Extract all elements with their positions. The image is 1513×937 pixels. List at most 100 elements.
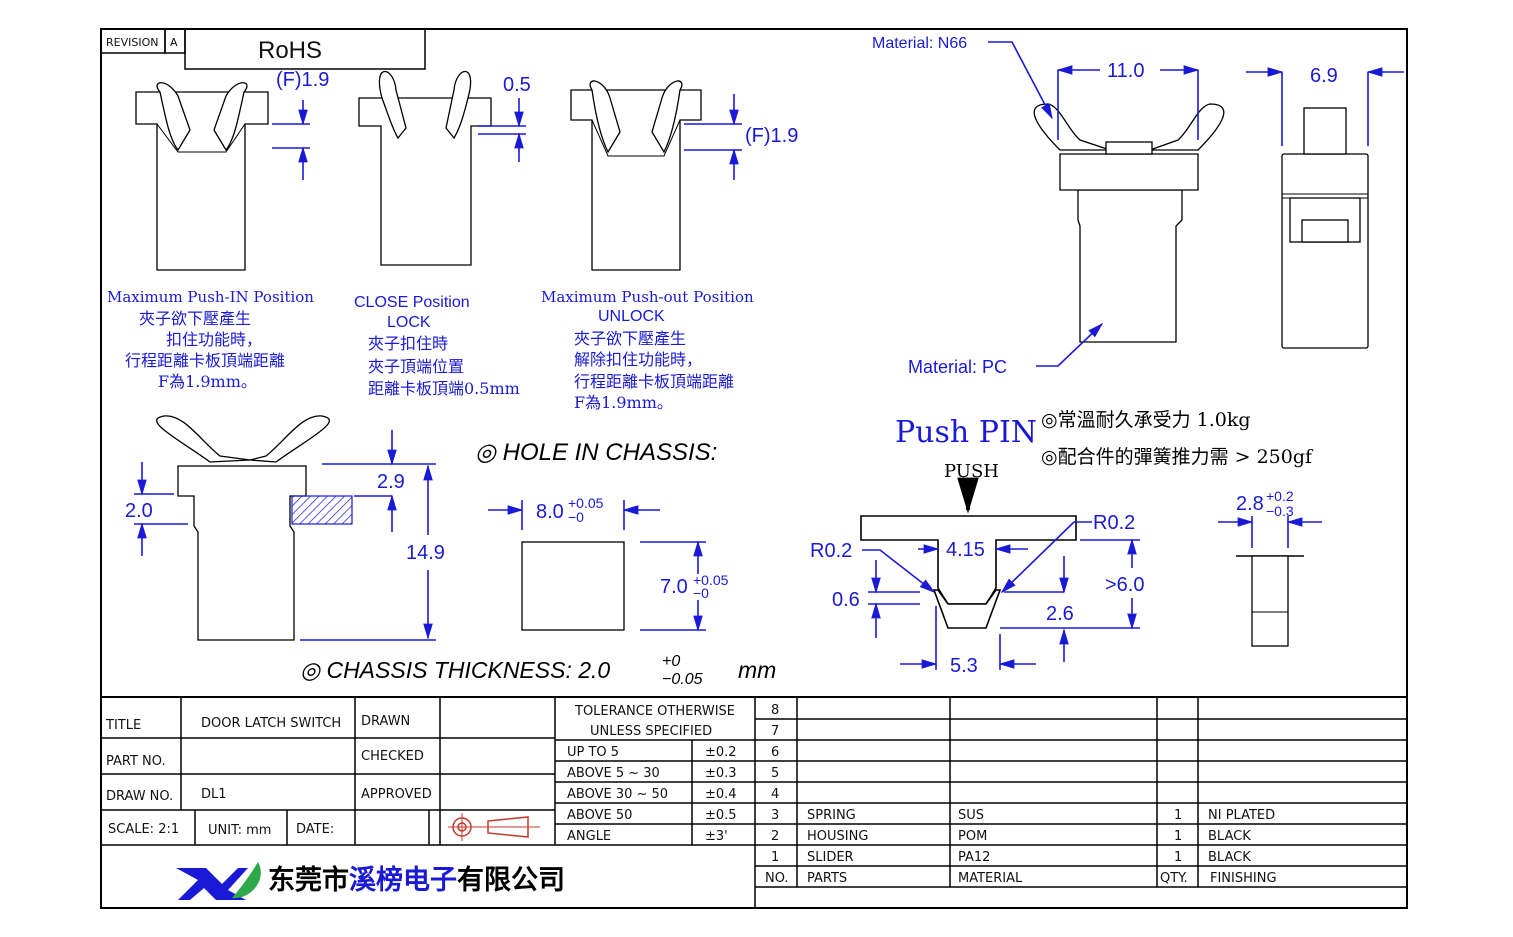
bom-qty: 1 bbox=[1174, 829, 1182, 844]
section-dim-2-0: 2.0 bbox=[125, 500, 153, 522]
bom-no: 7 bbox=[771, 724, 779, 739]
push-in-line-1: 夾子欲下壓產生 bbox=[139, 309, 251, 328]
tolerance-range: UP TO 5 bbox=[567, 745, 619, 760]
push-out-sub: UNLOCK bbox=[598, 308, 665, 325]
chassis-thickness: ◎ CHASSIS THICKNESS: 2.0 +0 −0.05 mm bbox=[300, 653, 776, 688]
scale-label: SCALE: 2:1 bbox=[108, 822, 179, 837]
view-push-in: (F)1.9 Maximum Push-IN Position 夾子欲下壓產生 … bbox=[107, 69, 329, 391]
close-sub: LOCK bbox=[387, 314, 431, 331]
main-front-view: 11.0 Material: N66 Material: PC bbox=[872, 35, 1225, 377]
pin-inner-width: 4.15 bbox=[946, 539, 985, 561]
bom-no: 3 bbox=[771, 808, 779, 823]
push-in-dim: (F)1.9 bbox=[276, 69, 329, 91]
push-pin-note-2: ◎配合件的彈簧推力需 > 250gf bbox=[1041, 446, 1314, 468]
pin-small-tol-minus: −0.3 bbox=[1266, 503, 1294, 519]
push-out-dim: (F)1.9 bbox=[745, 125, 798, 147]
close-dim: 0.5 bbox=[503, 74, 531, 96]
tolerance-range: ABOVE 5 ~ 30 bbox=[567, 766, 660, 781]
company-name-part-1: 东莞市 bbox=[268, 864, 349, 896]
chassis-tol-minus: −0.05 bbox=[662, 671, 703, 688]
section-dim-2-9: 2.9 bbox=[377, 471, 405, 493]
side-depth-dim: 6.9 bbox=[1310, 65, 1338, 87]
company-logo-icon bbox=[176, 862, 261, 900]
bom-part: SLIDER bbox=[807, 850, 854, 865]
bom-no: 8 bbox=[771, 703, 779, 718]
tolerance-range: ABOVE 50 bbox=[567, 808, 632, 823]
bom-header-qty: QTY. bbox=[1160, 871, 1188, 886]
bom-header-material: MATERIAL bbox=[958, 871, 1023, 886]
tolerance-header-2: UNLESS SPECIFIED bbox=[590, 724, 712, 739]
bom-no: 5 bbox=[771, 766, 779, 781]
tolerance-value: ±0.2 bbox=[705, 745, 737, 760]
hole-height-tol-minus: −0 bbox=[693, 585, 709, 601]
pin-r-right: R0.2 bbox=[1093, 512, 1135, 534]
pin-dim-5-3: 5.3 bbox=[950, 655, 978, 677]
close-line-3: 距離卡板頂端0.5mm bbox=[368, 379, 520, 398]
date-label: DATE: bbox=[296, 822, 334, 837]
bom-material: POM bbox=[958, 829, 987, 844]
tolerance-value: ±3' bbox=[705, 829, 728, 844]
view-push-out: (F)1.9 Maximum Push-out Position UNLOCK … bbox=[541, 80, 798, 412]
bom-material: SUS bbox=[958, 808, 984, 823]
tolerance-value: ±0.4 bbox=[705, 787, 737, 802]
projection-symbol-icon bbox=[448, 813, 540, 841]
push-in-title: Maximum Push-IN Position bbox=[107, 288, 314, 306]
main-width-dim: 11.0 bbox=[1107, 60, 1144, 82]
title-value: DOOR LATCH SWITCH bbox=[201, 716, 341, 731]
hole-width-tol-plus: +0.05 bbox=[568, 495, 604, 511]
tolerance-range: ABOVE 30 ~ 50 bbox=[567, 787, 668, 802]
push-pin-note-1: ◎常溫耐久承受力 1.0kg bbox=[1041, 409, 1251, 431]
bom-finishing: BLACK bbox=[1208, 850, 1251, 865]
company-name-part-2: 溪榜电子 bbox=[349, 864, 457, 896]
section-view: 2.0 2.9 14.9 bbox=[125, 415, 445, 641]
tolerance-value: ±0.5 bbox=[705, 808, 737, 823]
push-label: PUSH bbox=[944, 461, 999, 482]
pin-dim-0-6: 0.6 bbox=[832, 589, 860, 611]
bom-no: 1 bbox=[771, 850, 779, 865]
tolerance-range: ANGLE bbox=[567, 829, 611, 844]
hole-width: 8.0 bbox=[536, 501, 564, 523]
drawn-label: DRAWN bbox=[361, 714, 410, 729]
chassis-tol-plus: +0 bbox=[662, 653, 680, 670]
bom-finishing: NI PLATED bbox=[1208, 808, 1275, 823]
push-out-line-2: 解除扣住功能時， bbox=[574, 350, 702, 369]
company-name-part-3: 有限公司 bbox=[457, 865, 565, 896]
bom-material: PA12 bbox=[958, 850, 990, 865]
pin-small-width: 2.8 bbox=[1236, 493, 1264, 515]
push-pin: Push PIN ◎常溫耐久承受力 1.0kg ◎配合件的彈簧推力需 > 250… bbox=[810, 409, 1322, 677]
part-no-label: PART NO. bbox=[106, 754, 166, 769]
hole-title: ◎ HOLE IN CHASSIS: bbox=[475, 439, 717, 466]
pin-r-left: R0.2 bbox=[810, 540, 852, 562]
pin-small-tol-plus: +0.2 bbox=[1266, 488, 1294, 504]
draw-no-value: DL1 bbox=[201, 787, 227, 802]
push-out-title: Maximum Push-out Position bbox=[541, 288, 754, 306]
title-label: TITLE bbox=[105, 718, 141, 733]
push-out-line-3: 行程距離卡板頂端距離 bbox=[574, 372, 734, 391]
bom-qty: 1 bbox=[1174, 808, 1182, 823]
material-bottom: Material: PC bbox=[908, 357, 1007, 377]
close-title: CLOSE Position bbox=[354, 294, 470, 311]
close-line-1: 夾子扣住時 bbox=[368, 334, 448, 353]
push-in-line-4: F為1.9mm。 bbox=[158, 372, 257, 391]
revision-label: REVISION bbox=[106, 36, 158, 49]
tolerance-value: ±0.3 bbox=[705, 766, 737, 781]
bom-qty: 1 bbox=[1174, 850, 1182, 865]
push-out-line-1: 夾子欲下壓產生 bbox=[574, 329, 686, 348]
chassis-text: ◎ CHASSIS THICKNESS: 2.0 bbox=[300, 657, 610, 683]
bom-no: 2 bbox=[771, 829, 779, 844]
hole-in-chassis: ◎ HOLE IN CHASSIS: 8.0 +0.05 −0 7.0 +0.0… bbox=[475, 439, 729, 632]
tolerance-header-1: TOLERANCE OTHERWISE bbox=[574, 704, 735, 719]
side-view: 6.9 bbox=[1246, 65, 1404, 349]
drawing-border bbox=[100, 28, 1408, 909]
bom-part: HOUSING bbox=[807, 829, 868, 844]
unit-label: UNIT: mm bbox=[208, 823, 271, 838]
hole-height: 7.0 bbox=[660, 576, 688, 598]
company-name: 东莞市溪榜电子有限公司 bbox=[268, 864, 565, 896]
bom-header-parts: PARTS bbox=[807, 871, 847, 886]
bom-part: SPRING bbox=[807, 808, 856, 823]
view-close: 0.5 CLOSE Position LOCK 夾子扣住時 夾子頂端位置 距離卡… bbox=[354, 70, 531, 398]
chassis-unit: mm bbox=[738, 657, 776, 683]
draw-no-label: DRAW NO. bbox=[106, 789, 173, 804]
hole-height-tol-plus: +0.05 bbox=[693, 572, 729, 588]
